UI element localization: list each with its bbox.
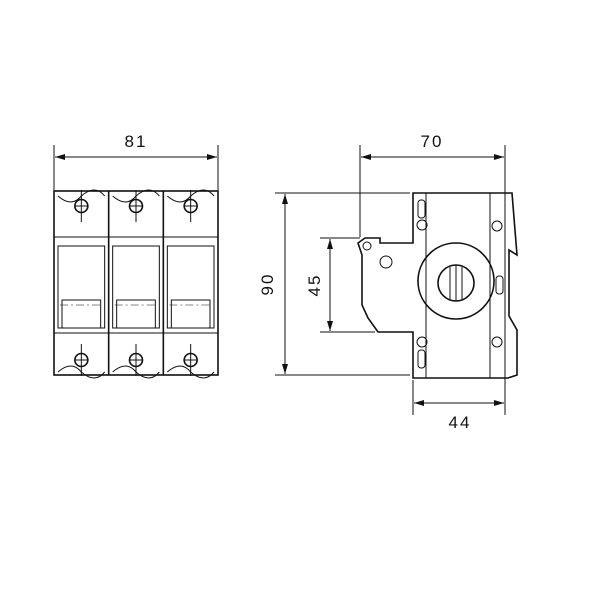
terminal-clamp [57,365,106,379]
terminal-clamp [112,365,160,379]
terminal-clamp [167,365,215,379]
fuse-carrier [57,245,106,329]
dimension-90: 90 [258,192,410,376]
dimension-label-width: 81 [125,132,148,151]
dimension-label-height: 90 [258,273,277,296]
fuse-carrier [166,245,215,329]
fuse-carrier [112,245,160,329]
fuse-carrier-handle [61,299,102,329]
fuse-carrier-handle [170,299,211,329]
fuse-carrier-handle [116,299,156,329]
dimension-label-depth: 70 [421,132,444,151]
terminal-clamp [112,189,160,203]
terminal-clamp [167,189,215,203]
dimension-44: 44 [412,380,504,432]
terminal-clamp [57,189,106,203]
side-view [357,192,518,379]
front-view [53,189,219,379]
dimension-70: 70 [359,132,506,415]
dimension-label-base-depth: 44 [449,413,472,432]
dimension-label-front-height: 45 [305,274,324,297]
dimension-45: 45 [305,237,375,333]
dimension-81: 81 [53,132,219,190]
